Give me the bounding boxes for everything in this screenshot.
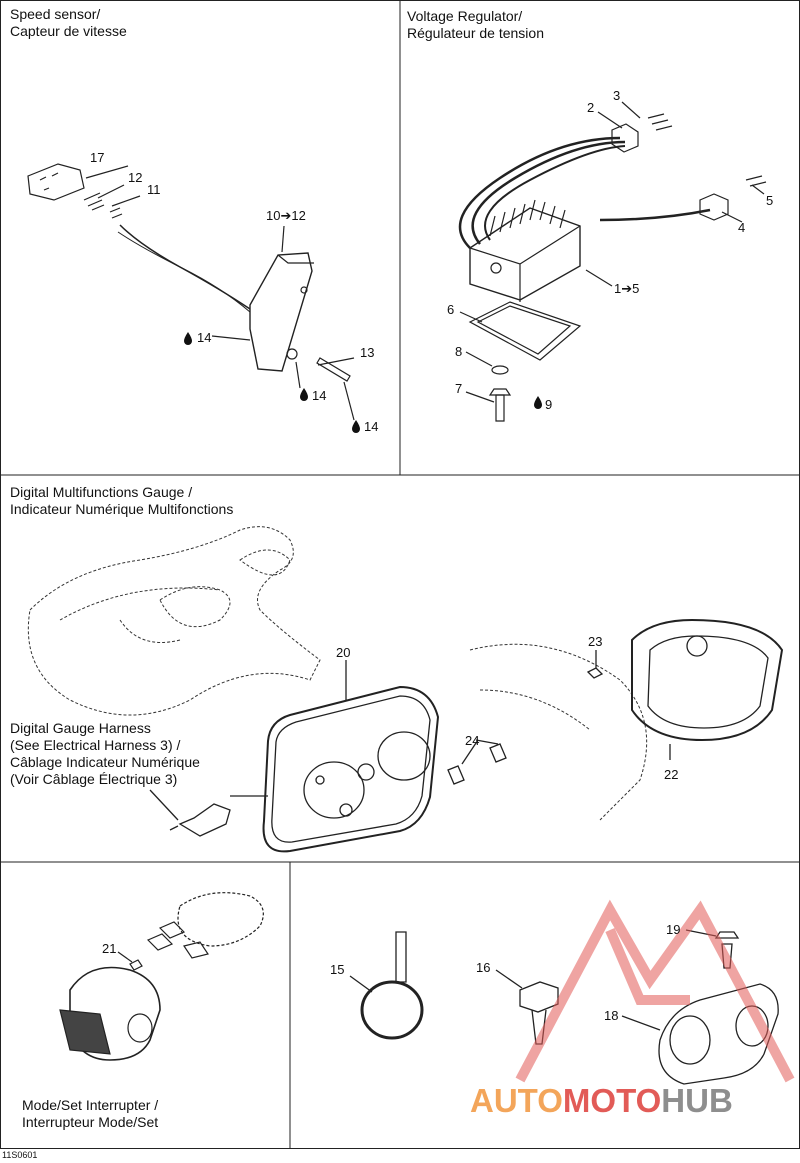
callout-6: 6: [447, 302, 455, 317]
speed-sensor-title: Speed sensor/ Capteur de vitesse: [10, 6, 127, 39]
voltage-regulator-title: Voltage Regulator/ Régulateur de tension: [407, 8, 544, 41]
callout-17: 17: [90, 150, 105, 165]
callout-22: 22: [664, 767, 679, 782]
callout-3: 3: [613, 88, 621, 103]
callout-14a: 14: [197, 330, 212, 345]
gauge-drawing: [149, 618, 784, 853]
voltage-regulator-drawing: [458, 101, 767, 422]
callout-12: 12: [128, 170, 143, 185]
callout-8: 8: [455, 344, 463, 359]
watermark-logo: [515, 899, 795, 1083]
callout-21: 21: [102, 941, 117, 956]
callout-23: 23: [588, 634, 603, 649]
callout-24: 24: [465, 733, 480, 748]
interrupter-label: Mode/Set Interrupter / Interrupteur Mode…: [22, 1097, 159, 1130]
callout-10-12: 10➔12: [266, 208, 306, 223]
callout-14b: 14: [312, 388, 327, 403]
callout-20: 20: [336, 645, 351, 660]
callout-7: 7: [455, 381, 463, 396]
hull-outline: [27, 526, 648, 821]
callout-5: 5: [766, 193, 774, 208]
callout-1-5: 1➔5: [614, 281, 640, 296]
harness-label: Digital Gauge Harness (See Electrical Ha…: [10, 720, 200, 787]
watermark-text: AUTOMOTOHUB: [470, 1082, 733, 1119]
speed-sensor-drawing: [27, 163, 355, 421]
callout-9: 9: [545, 397, 553, 412]
drawing-code: 11S0601: [2, 1150, 38, 1160]
gauge-title: Digital Multifunctions Gauge / Indicateu…: [10, 484, 234, 517]
interrupter-drawing: [59, 892, 264, 1061]
callout-2: 2: [587, 100, 595, 115]
callout-15: 15: [330, 962, 345, 977]
callout-14c: 14: [364, 419, 379, 434]
callout-13: 13: [360, 345, 375, 360]
oil-drop-icon: [184, 332, 542, 433]
callout-16: 16: [476, 960, 491, 975]
callout-4: 4: [738, 220, 746, 235]
callout-18: 18: [604, 1008, 619, 1023]
callout-11: 11: [147, 182, 161, 197]
callout-19: 19: [666, 922, 681, 937]
